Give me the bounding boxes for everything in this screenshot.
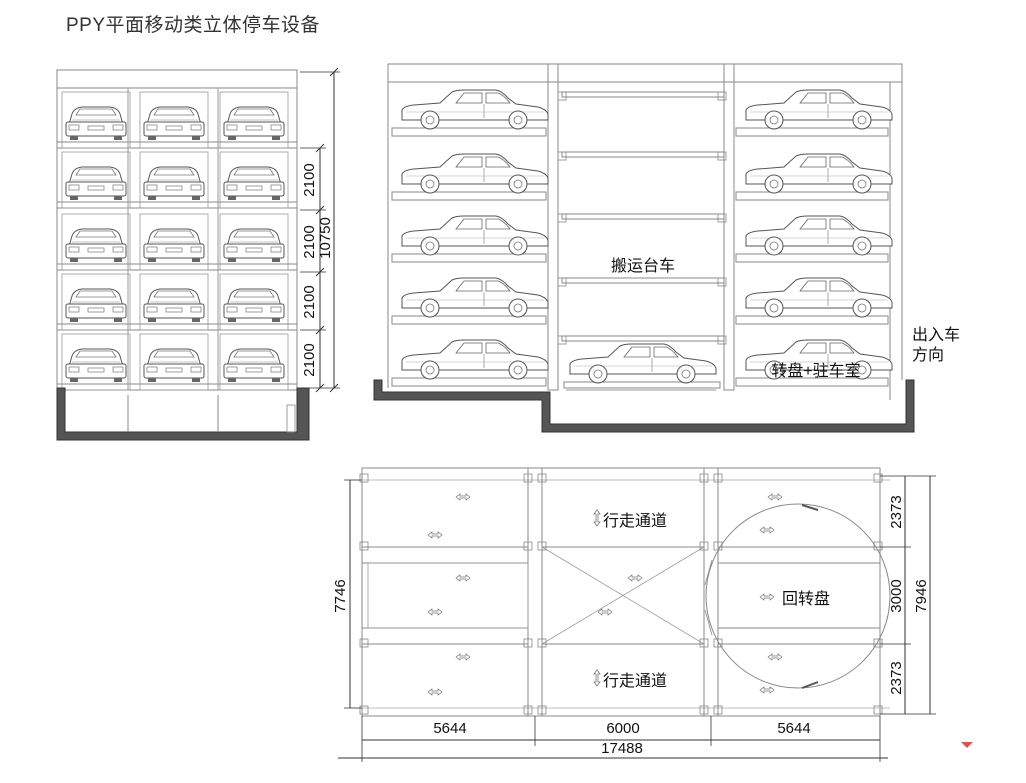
- front-car-4-2: [223, 348, 285, 383]
- aisle-label-bottom: 行走通道: [603, 672, 667, 690]
- front-car-1-0: [65, 166, 127, 201]
- page-title: PPY平面移动类立体停车设备: [66, 15, 321, 36]
- level-height-2: 2100: [301, 225, 318, 258]
- front-car-3-0: [65, 288, 127, 323]
- front-elevation: 2100 2100 2100 2100 10750: [56, 67, 340, 441]
- side-left-car-4: [401, 339, 549, 380]
- level-height-1: 2100: [301, 163, 318, 196]
- side-left-car-0: [401, 89, 549, 130]
- plan-depth-top: 2373: [888, 495, 905, 528]
- side-right-car-0: [745, 89, 893, 130]
- front-car-2-0: [65, 228, 127, 263]
- turntable-circle: [705, 503, 891, 689]
- front-car-1-1: [143, 166, 205, 201]
- side-left-car-3: [401, 277, 549, 318]
- turntable-label: 回转盘: [782, 589, 830, 608]
- plan-width-total: 17488: [601, 740, 643, 757]
- front-car-2-1: [143, 228, 205, 263]
- front-car-3-1: [143, 288, 205, 323]
- front-car-4-0: [65, 348, 127, 383]
- front-car-4-1: [143, 348, 205, 383]
- level-height-3: 2100: [301, 285, 318, 318]
- side-right-car-1: [745, 153, 893, 194]
- front-car-1-2: [223, 166, 285, 201]
- side-right-car-3: [745, 277, 893, 318]
- plan-depth-left: 7746: [332, 579, 349, 612]
- plan-depth-bottom: 2373: [888, 661, 905, 694]
- plan-view: 行走通道 行走通道 回转盘 5644 6000 5644 17488 7746 …: [332, 467, 936, 762]
- carrier-label: 搬运台车: [611, 257, 675, 275]
- front-car-3-2: [223, 288, 285, 323]
- corner-marker: [961, 742, 973, 748]
- level-height-4: 2100: [301, 343, 318, 376]
- side-right-car-2: [745, 215, 893, 256]
- side-left-car-2: [401, 215, 549, 256]
- plan-depth-total: 7946: [913, 579, 930, 612]
- aisle-label-top: 行走通道: [603, 512, 667, 530]
- total-height: 10750: [317, 217, 334, 259]
- front-car-2-2: [223, 228, 285, 263]
- side-elevation: 搬运台车 转盘+驻车室 出入车 方向: [373, 63, 960, 433]
- front-car-0-1: [143, 106, 205, 141]
- plan-depth-middle: 3000: [888, 579, 905, 612]
- turntable-room-label: 转盘+驻车室: [771, 361, 860, 380]
- carrier-car: [569, 343, 717, 384]
- plan-width-middle: 6000: [606, 720, 639, 737]
- front-car-0-2: [223, 106, 285, 141]
- exit-direction-label-line1: 出入车: [912, 326, 960, 344]
- exit-direction-label-line2: 方向: [912, 346, 944, 364]
- plan-width-right: 5644: [777, 720, 810, 737]
- plan-width-left: 5644: [433, 720, 466, 737]
- side-left-car-1: [401, 153, 549, 194]
- front-car-0-0: [65, 106, 127, 141]
